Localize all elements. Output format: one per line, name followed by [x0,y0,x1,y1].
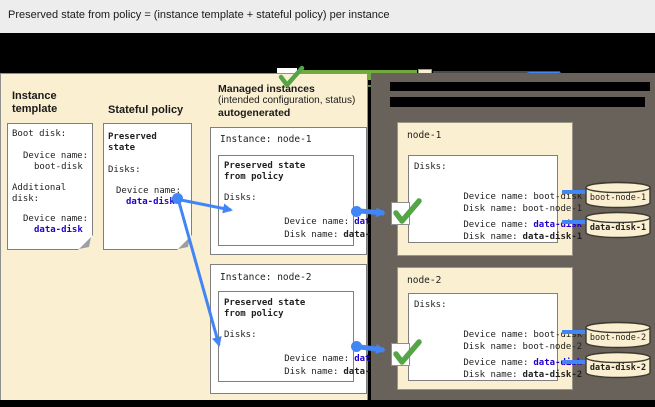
disks-label: Disks: [224,193,257,203]
device-name-value: boot-disk [533,192,583,202]
boot-disk-label: Boot disk: [12,129,67,139]
mig-strip-band [0,33,655,88]
disk-connector [562,360,588,364]
vm-disks-box: Disks: Device name: boot-disk Disk name: b… [408,155,582,243]
instance-template-doc: Boot disk: Device name: boot-disk Additi… [7,123,93,250]
disk-connector [562,330,588,334]
data-device-line: Device name: data-disk [420,348,582,378]
disk-cylinder-boot-node-1: boot-node-1 [585,181,651,209]
managed-instance-node-2: Instance: node-2 Preserved state from po… [210,264,403,394]
disk-name-label: Disk name: [463,342,518,352]
managed-instances-heading: Managed instances (intended configuratio… [218,83,355,119]
disks-label: Disks: [224,330,257,340]
check-icon [393,198,422,224]
disks-label: Disks: [108,165,141,175]
preserved-state-label-2: from policy [224,172,284,182]
disk-name-label: Disk name: [284,230,339,240]
data-disk-value: data-disk [34,225,83,235]
boot-device-line: Device name: boot-disk [420,182,582,212]
stateful-policy-heading: Stateful policy [108,104,184,116]
vm-node-1-box: node-1 Disks: Device name: boot-disk Disk… [397,122,582,256]
policy-anchor-dot [172,193,183,204]
bottom-black-bar [0,400,655,407]
disk-cylinder-data-disk-2: data-disk-2 [585,351,651,379]
device-name-value: data-disk [533,358,583,368]
preserved-state-label: Preserved state [224,298,306,308]
vm-instances-heading-redacted-bar [390,82,650,91]
disks-label: Disks: [414,300,447,310]
disk-name-value: data-disk-1 [522,232,583,242]
device-name-value: boot-disk [533,330,583,340]
disk-label: data-disk-1 [590,222,646,233]
vm-instances-heading-redacted-bar [390,97,645,107]
device-name-label: Device name: [463,220,529,230]
disk-name-value: boot-node-1 [522,204,583,214]
page-fold-icon [78,235,93,250]
disk-label: boot-node-1 [590,193,646,203]
vm-node-title: node-1 [407,130,442,141]
stateful-policy-doc: Preserved state Disks: Device name: data… [103,123,192,250]
device-name-label-2: Device name: [23,214,89,224]
device-name-label: Device name: [463,330,529,340]
instance-template-heading: Instance template [12,90,58,115]
disks-label: Disks: [414,162,447,172]
mig-config-panel: Instance template Boot disk: Device name… [0,73,403,402]
disk-name-value: data-disk-2 [522,370,583,380]
data-disk-line: Disk name: data-disk-2 [420,360,582,390]
node-1-anchor-dot [351,206,362,217]
data-disk-value: data-disk [126,197,175,207]
disk-name-label: Disk name: [463,370,518,380]
page-fold-icon [177,235,192,250]
preserved-state-title-2: state [108,143,136,153]
vm-node-title: node-2 [407,275,442,286]
preserved-state-label: Preserved state [224,161,306,171]
managed-instance-node-1: Instance: node-1 Preserved state from po… [210,127,403,255]
device-name-label: Device name: [463,192,529,202]
managed-instances-heading-line2: (intended configuration, status) [218,95,356,106]
instance-title: Instance: node-2 [220,272,312,283]
managed-instances-heading-line3: autogenerated [218,107,291,119]
strip-checkmark-icon [278,65,305,88]
disk-label: boot-node-2 [590,333,646,343]
page-title: Preserved state from policy = (instance … [8,9,390,21]
disk-name-label: Disk name: [284,367,339,377]
boot-disk-line: Disk name: boot-node-1 [420,194,582,224]
disk-connector [562,190,588,194]
vm-node-2-box: node-2 Disks: Device name: boot-disk Disk… [397,267,582,390]
data-device-line: Device name: data-disk [420,210,582,240]
vm-disks-box: Disks: Device name: boot-disk Disk name: b… [408,293,582,381]
additional-disk-label: Additional [12,183,67,193]
device-name-label: Device name: [463,358,529,368]
boot-disk-value: boot-disk [34,162,83,172]
preserved-state-box: Preserved state from policy Disks: Devic… [218,155,403,246]
device-name-label: Device name: [116,186,182,196]
device-name-label: Device name: [284,217,350,227]
disk-name-label: Disk name: [463,204,518,214]
disk-connector [562,220,588,224]
disk-cylinder-boot-node-2: boot-node-2 [585,321,651,349]
boot-disk-line: Disk name: boot-node-2 [420,332,582,362]
additional-disk-label-2: disk: [12,194,40,204]
disk-name-value: boot-node-2 [522,342,583,352]
device-name-label: Device name: [284,354,350,364]
preserved-state-box: Preserved state from policy Disks: Devic… [218,291,403,382]
data-disk-line: Disk name: data-disk-1 [420,222,582,252]
preserved-state-label-2: from policy [224,309,284,319]
check-icon [393,339,422,365]
node-2-anchor-dot [351,341,362,352]
preserved-state-title: Preserved [108,132,157,142]
disk-label: data-disk-2 [590,362,646,373]
managed-instances-heading-line1: Managed instances [218,83,315,95]
disk-cylinder-data-disk-1: data-disk-1 [585,211,651,239]
device-name-value: data-disk [533,220,583,230]
device-name-label: Device name: [23,151,89,161]
instance-title: Instance: node-1 [220,134,312,145]
boot-device-line: Device name: boot-disk [420,320,582,350]
title-band: Preserved state from policy = (instance … [0,0,655,33]
disk-name-label: Disk name: [463,232,518,242]
